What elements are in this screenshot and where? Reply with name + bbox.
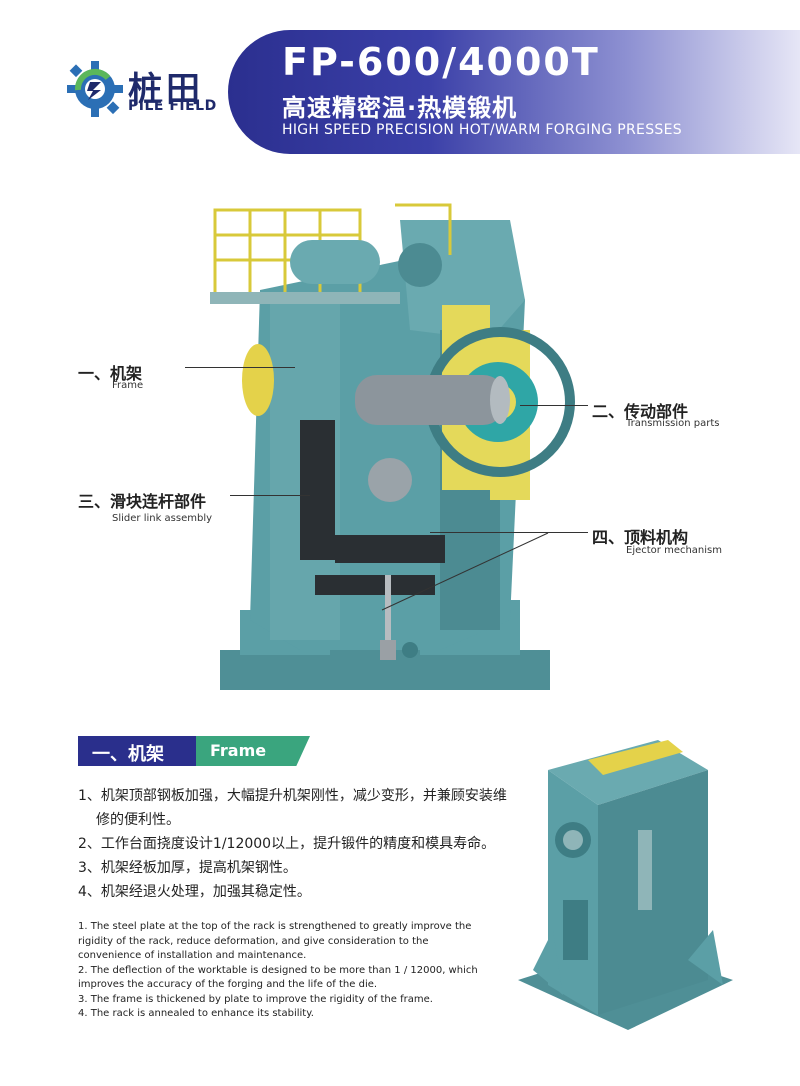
feature-list-cn: 1、机架顶部钢板加强，大幅提升机架刚性，减少变形，并兼顾安装维修的便利性。 2、… [78,784,508,904]
section-label-bg [78,736,196,766]
gear-logo-icon [67,61,123,117]
ejector-pointer-line [381,532,549,611]
callout-ejector-cn: 四、顶料机构 [592,528,689,547]
feature-item-en: 3. The frame is thickened by plate to im… [78,993,433,1005]
feature-item-cn: 1、机架顶部钢板加强，大幅提升机架刚性，减少变形，并兼顾安装维修的便利性。 [78,788,507,828]
section-label-en-bg [196,736,310,766]
feature-item-en: 4. The rack is annealed to enhance its s… [78,1008,314,1019]
callout-slider-leader [230,495,310,496]
feature-list-en: 1. The steel plate at the top of the rac… [78,920,488,1022]
feature-item-cn: 4、机架经退火处理，加强其稳定性。 [78,884,311,900]
callout-frame-en: Frame [112,380,144,391]
callout-frame-cn: 一、机架 [78,364,143,383]
forging-press-illustration [210,203,575,690]
frame-illustration [518,740,733,1030]
callout-slider-cn: 三、滑块连杆部件 [78,492,207,511]
feature-item-en: 1. The steel plate at the top of the rac… [78,921,472,961]
callout-slider-en: Slider link assembly [112,513,213,524]
feature-item-cn: 2、工作台面挠度设计1/12000以上，提升锻件的精度和模具寿命。 [78,836,496,852]
brand-name-cn: 桩田 [128,70,204,110]
callout-transmission-cn: 二、传动部件 [592,402,689,421]
callout-ejector-en: Ejector mechanism [626,545,723,556]
header-banner [228,30,800,154]
feature-item-cn: 3、机架经板加厚，提高机架钢性。 [78,860,297,876]
section-title-en: Frame [210,741,267,760]
product-title-cn: 高速精密温·热模锻机 [282,94,518,122]
callout-transmission-leader [520,405,588,406]
callout-frame-leader [185,367,295,368]
callout-transmission-en: Transmission parts [626,418,720,429]
callout-ejector-leader [430,532,588,533]
model-title: FP-600/4000T [282,40,600,84]
brand-name-en: PILE FIELD [128,98,217,114]
product-title-en: HIGH SPEED PRECISION HOT/WARM FORGING PR… [282,122,682,138]
feature-item-en: 2. The deflection of the worktable is de… [78,964,478,991]
section-title-cn: 一、机架 [92,744,164,765]
